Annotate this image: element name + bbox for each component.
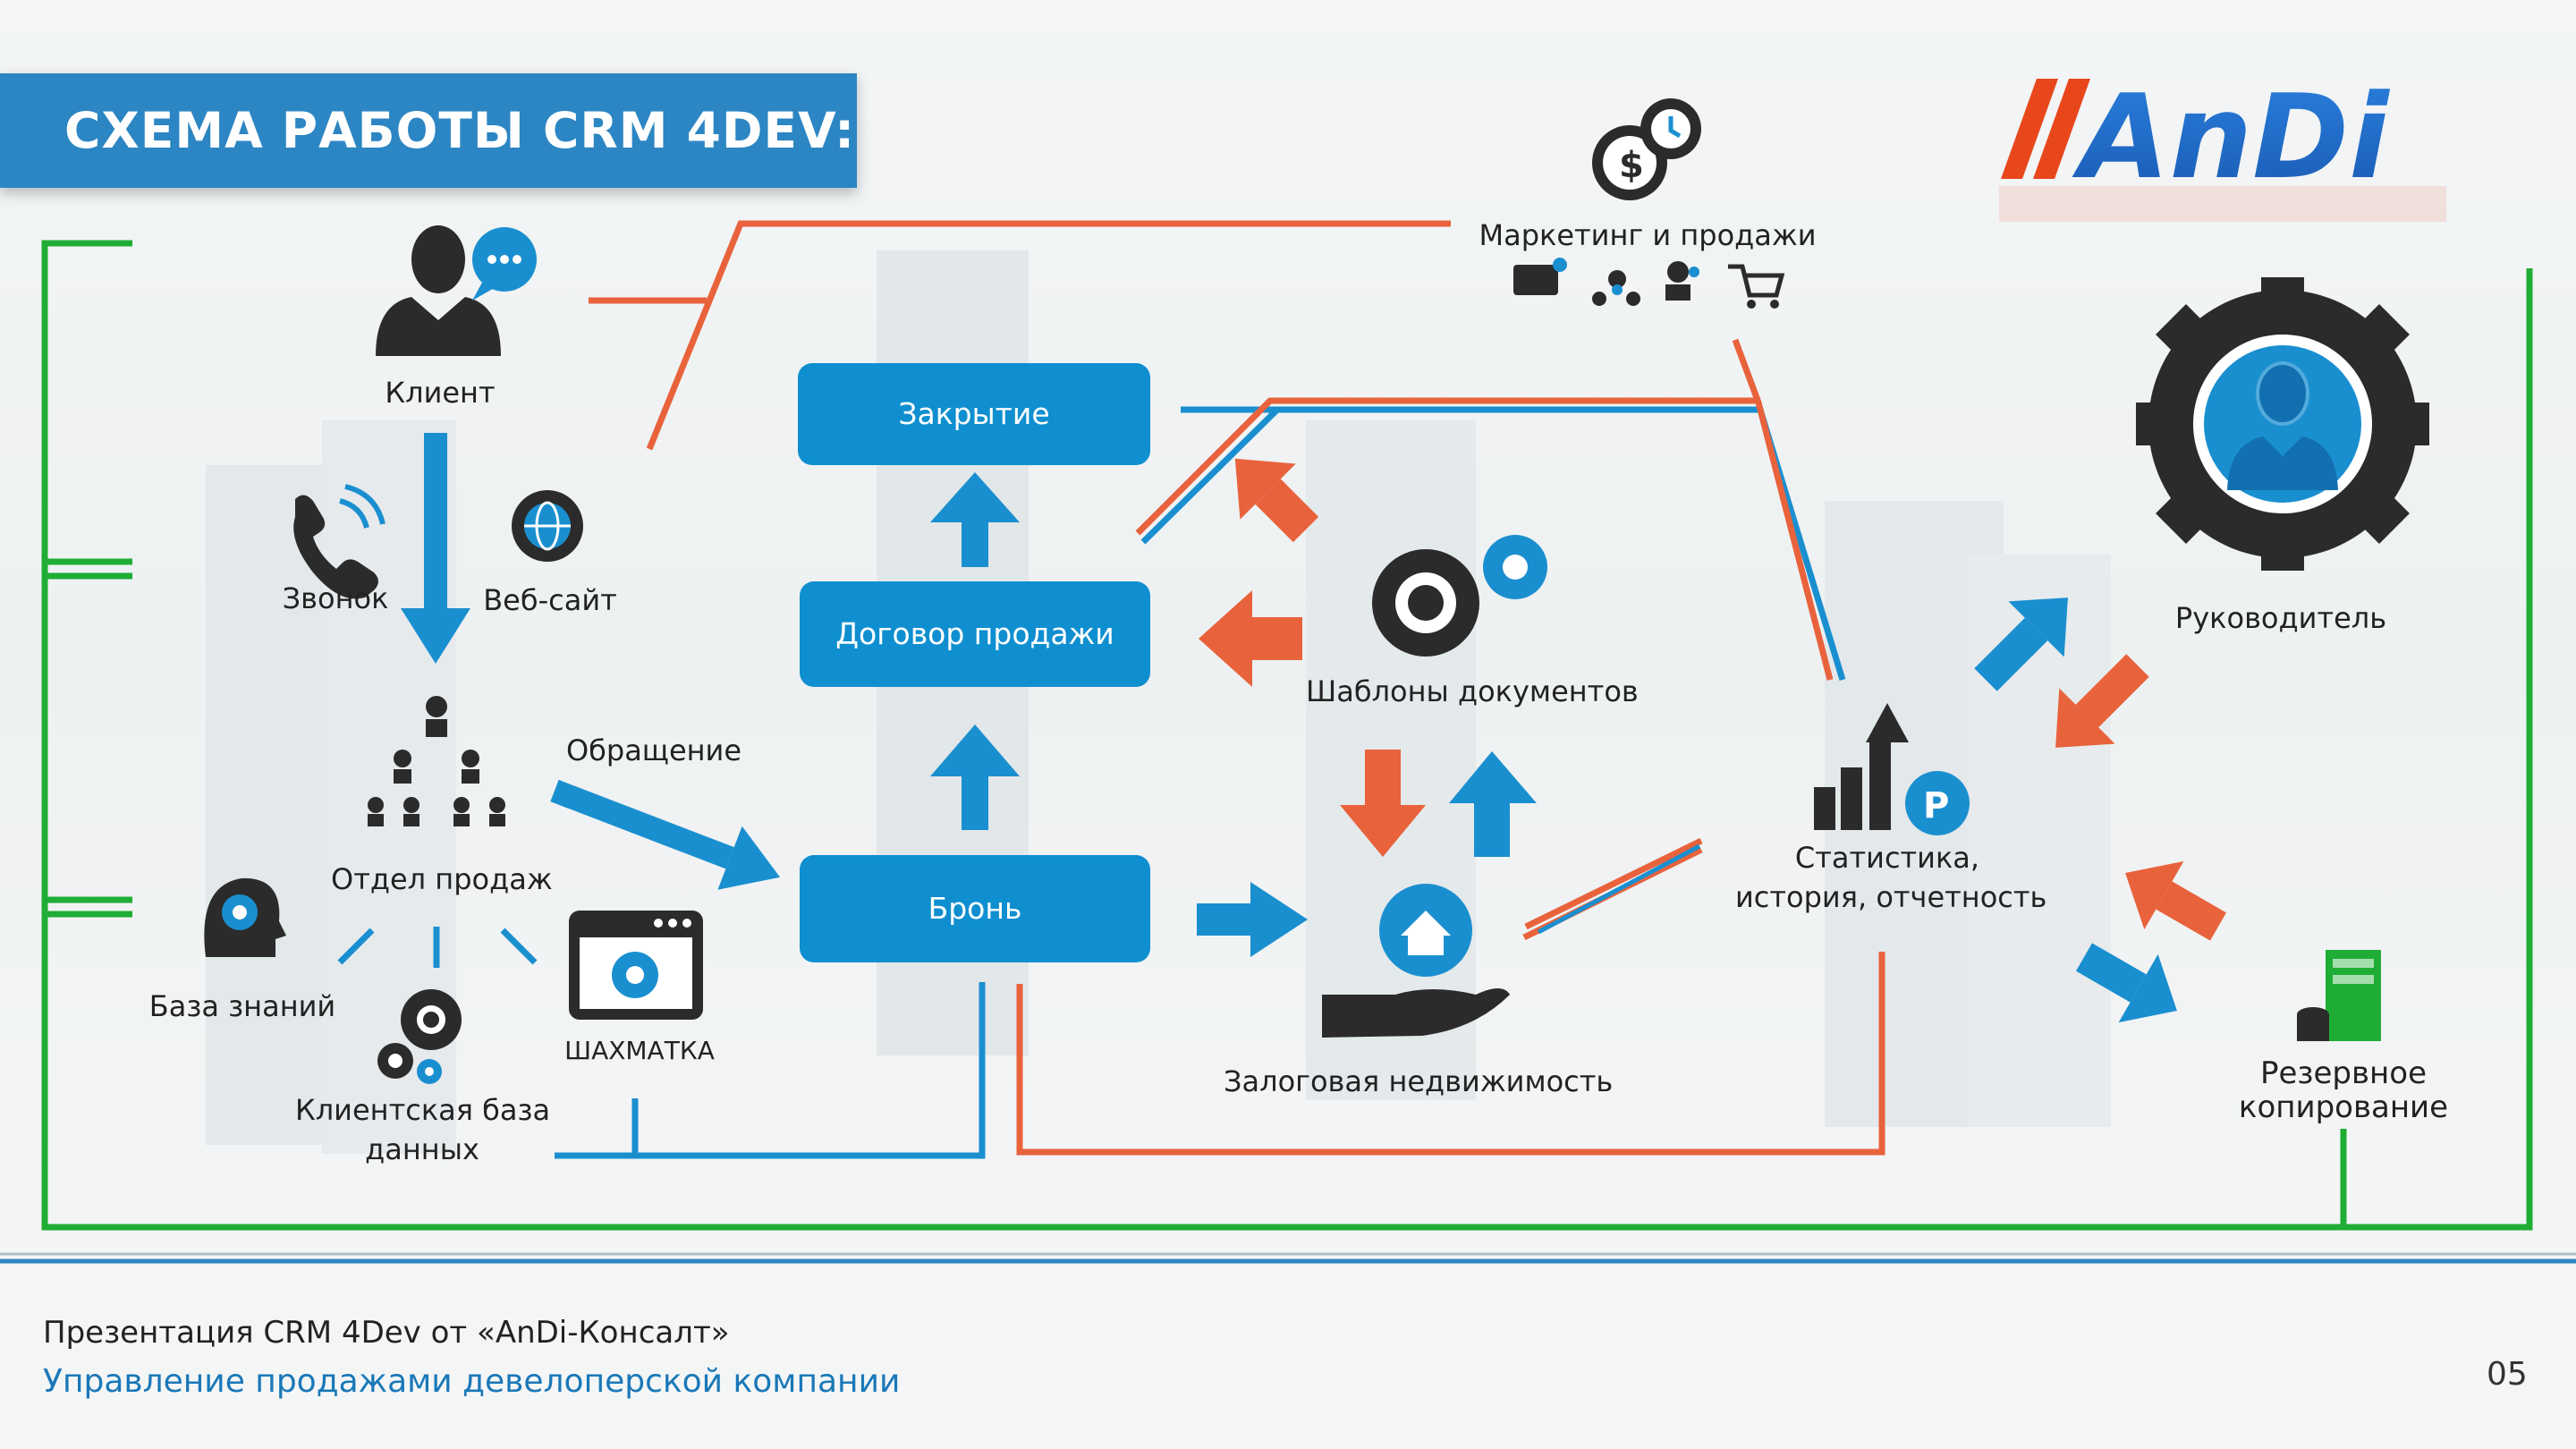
- booking-box: Бронь: [800, 855, 1150, 962]
- client-icon: [376, 225, 537, 356]
- svg-text:P: P: [1923, 785, 1949, 826]
- svg-text:$: $: [1619, 145, 1644, 186]
- document-templates-label: Шаблоны документов: [1306, 674, 1639, 708]
- page-number: 05: [2487, 1356, 2528, 1393]
- sales-department-icon: [368, 696, 505, 826]
- client-database-label-1: Клиентская база: [295, 1093, 551, 1127]
- backup-label-1: Резервное: [2260, 1055, 2427, 1091]
- title-bar: СХЕМА РАБОТЫ CRM 4DEV:: [0, 73, 857, 188]
- collateral-property-icon: [1322, 884, 1510, 1038]
- manager-label: Руководитель: [2174, 601, 2387, 635]
- andi-logo: AnDi: [1999, 69, 2446, 222]
- website-icon: [512, 490, 583, 562]
- collateral-label: Залоговая недвижимость: [1224, 1064, 1614, 1098]
- client-label: Клиент: [385, 376, 496, 410]
- backup-label-2: копирование: [2238, 1089, 2449, 1125]
- statistics-label-2: история, отчетность: [1735, 880, 2047, 914]
- client-database-label-2: данных: [365, 1132, 479, 1166]
- marketing-label: Маркетинг и продажи: [1479, 218, 1817, 252]
- knowledge-base-label: База знаний: [148, 989, 336, 1023]
- phone-icon: [293, 484, 386, 599]
- backup-server-icon: [2297, 950, 2381, 1041]
- website-label: Веб-сайт: [483, 583, 617, 617]
- chess-grid-icon: [569, 911, 703, 1020]
- document-templates-icon: [1372, 535, 1547, 657]
- statistics-icon: P: [1814, 703, 1970, 835]
- closing-box: Закрытие: [798, 363, 1150, 465]
- call-label: Звонок: [282, 581, 389, 615]
- knowledge-base-icon: [204, 877, 286, 957]
- marketing-icon: $: [1513, 98, 1785, 309]
- slide-title: СХЕМА РАБОТЫ CRM 4DEV:: [64, 102, 856, 159]
- client-database-icon: [377, 989, 462, 1084]
- appeal-label: Обращение: [565, 733, 742, 767]
- footer-presentation: Презентация CRM 4Dev от «AnDi-Консалт»: [43, 1315, 730, 1351]
- sale-contract-box: Договор продажи: [800, 581, 1150, 687]
- manager-icon: [2136, 277, 2429, 571]
- svg-text:AnDi: AnDi: [2072, 69, 2391, 205]
- statistics-label-1: Статистика,: [1794, 841, 1980, 875]
- sales-department-label: Отдел продаж: [331, 862, 553, 896]
- footer-subtitle: Управление продажами девелоперской компа…: [43, 1363, 901, 1400]
- chess-label: ШАХМАТКА: [564, 1036, 715, 1065]
